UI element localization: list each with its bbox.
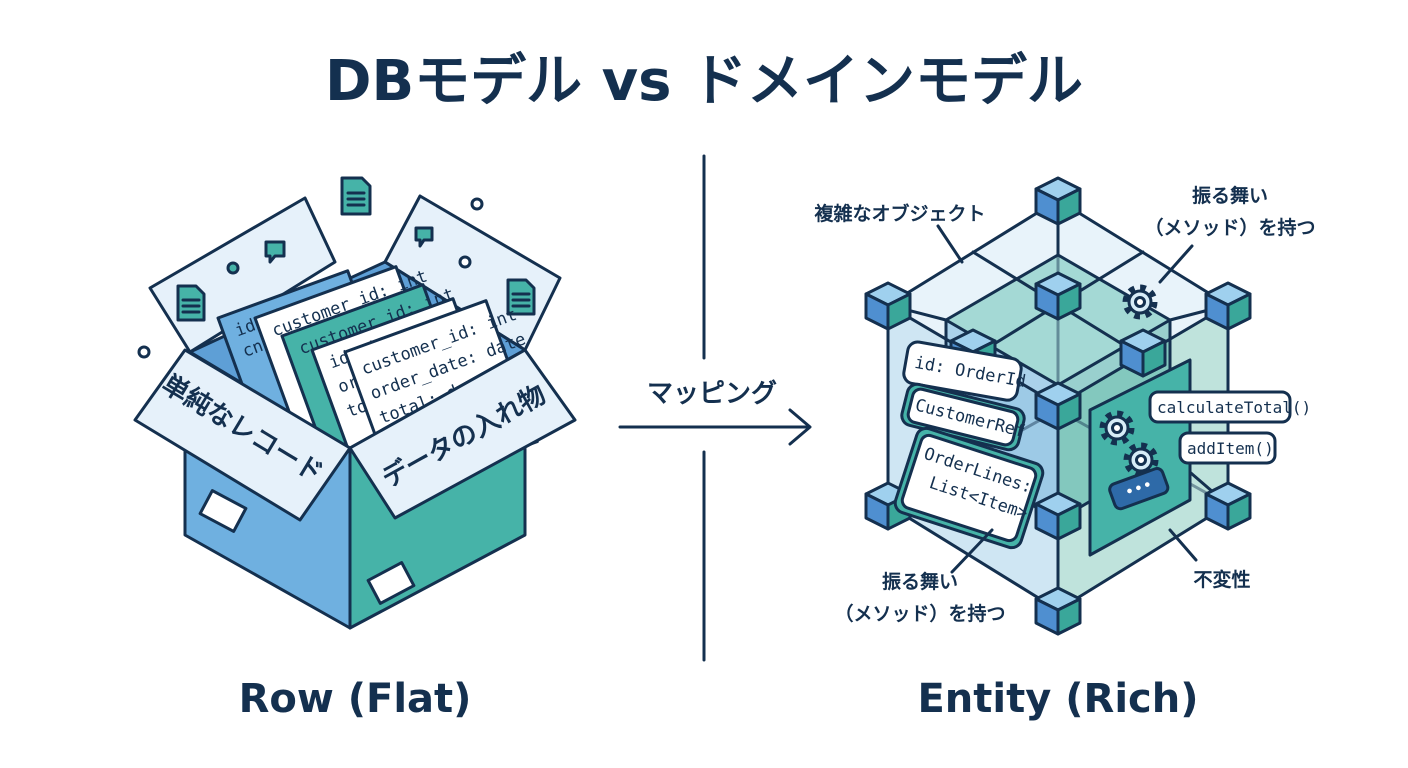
- cube-node: [1034, 491, 1082, 541]
- box-label-right: [366, 561, 416, 605]
- dot-icon: [226, 261, 240, 275]
- cube-node: [1034, 271, 1082, 321]
- callout-immutable: 不変性: [1193, 568, 1250, 591]
- box-label-left: [198, 489, 248, 533]
- callout-behavior-top-2: （メソッド）を持つ: [1144, 216, 1315, 239]
- cube-node: [864, 281, 912, 331]
- speech-bubble-icon-right: [414, 226, 434, 248]
- entity-cube: id: OrderId CustomerRef OrderLines: List…: [864, 176, 1311, 636]
- method-tag: calculateTotal(): [1148, 390, 1311, 424]
- arrow-head-icon: [788, 408, 812, 446]
- document-icon-right: [506, 278, 536, 316]
- callout-behavior-bottom-1: 振る舞い: [882, 570, 958, 593]
- dot-icon: [470, 197, 484, 211]
- callout-behavior-bottom-2: （メソッド）を持つ: [834, 602, 1005, 625]
- method-label: calculateTotal(): [1157, 398, 1311, 417]
- more-methods-button: •••: [1108, 467, 1170, 511]
- page-title: DBモデル vs ドメインモデル: [325, 49, 1083, 114]
- left-caption: Row (Flat): [239, 676, 472, 722]
- list-document-icon: [340, 176, 372, 216]
- callout-complex-object: 複雑なオブジェクト: [813, 202, 985, 225]
- method-tag: addItem(): [1178, 431, 1277, 465]
- speech-bubble-icon: [264, 240, 286, 264]
- dot-icon: [458, 255, 472, 269]
- cube-node: [1204, 281, 1252, 331]
- cube-node: [1204, 481, 1252, 531]
- property-tag: CustomerRef: [900, 382, 1027, 452]
- mapping-label: マッピング: [647, 379, 777, 409]
- row-box: id: int cn customer_id: int customer_id:…: [133, 176, 577, 630]
- right-caption: Entity (Rich): [917, 676, 1198, 722]
- document-icon: [176, 284, 206, 322]
- cube-node: [1034, 381, 1082, 431]
- property-tag: id: OrderId: [902, 340, 1027, 402]
- cube-node: [1034, 586, 1082, 636]
- cube-node: [1034, 176, 1082, 226]
- cube-node: [1119, 328, 1167, 378]
- callout-behavior-top-1: 振る舞い: [1192, 184, 1268, 207]
- method-label: addItem(): [1187, 439, 1274, 458]
- callout-leaders: [936, 224, 1198, 574]
- dot-icon: [137, 345, 151, 359]
